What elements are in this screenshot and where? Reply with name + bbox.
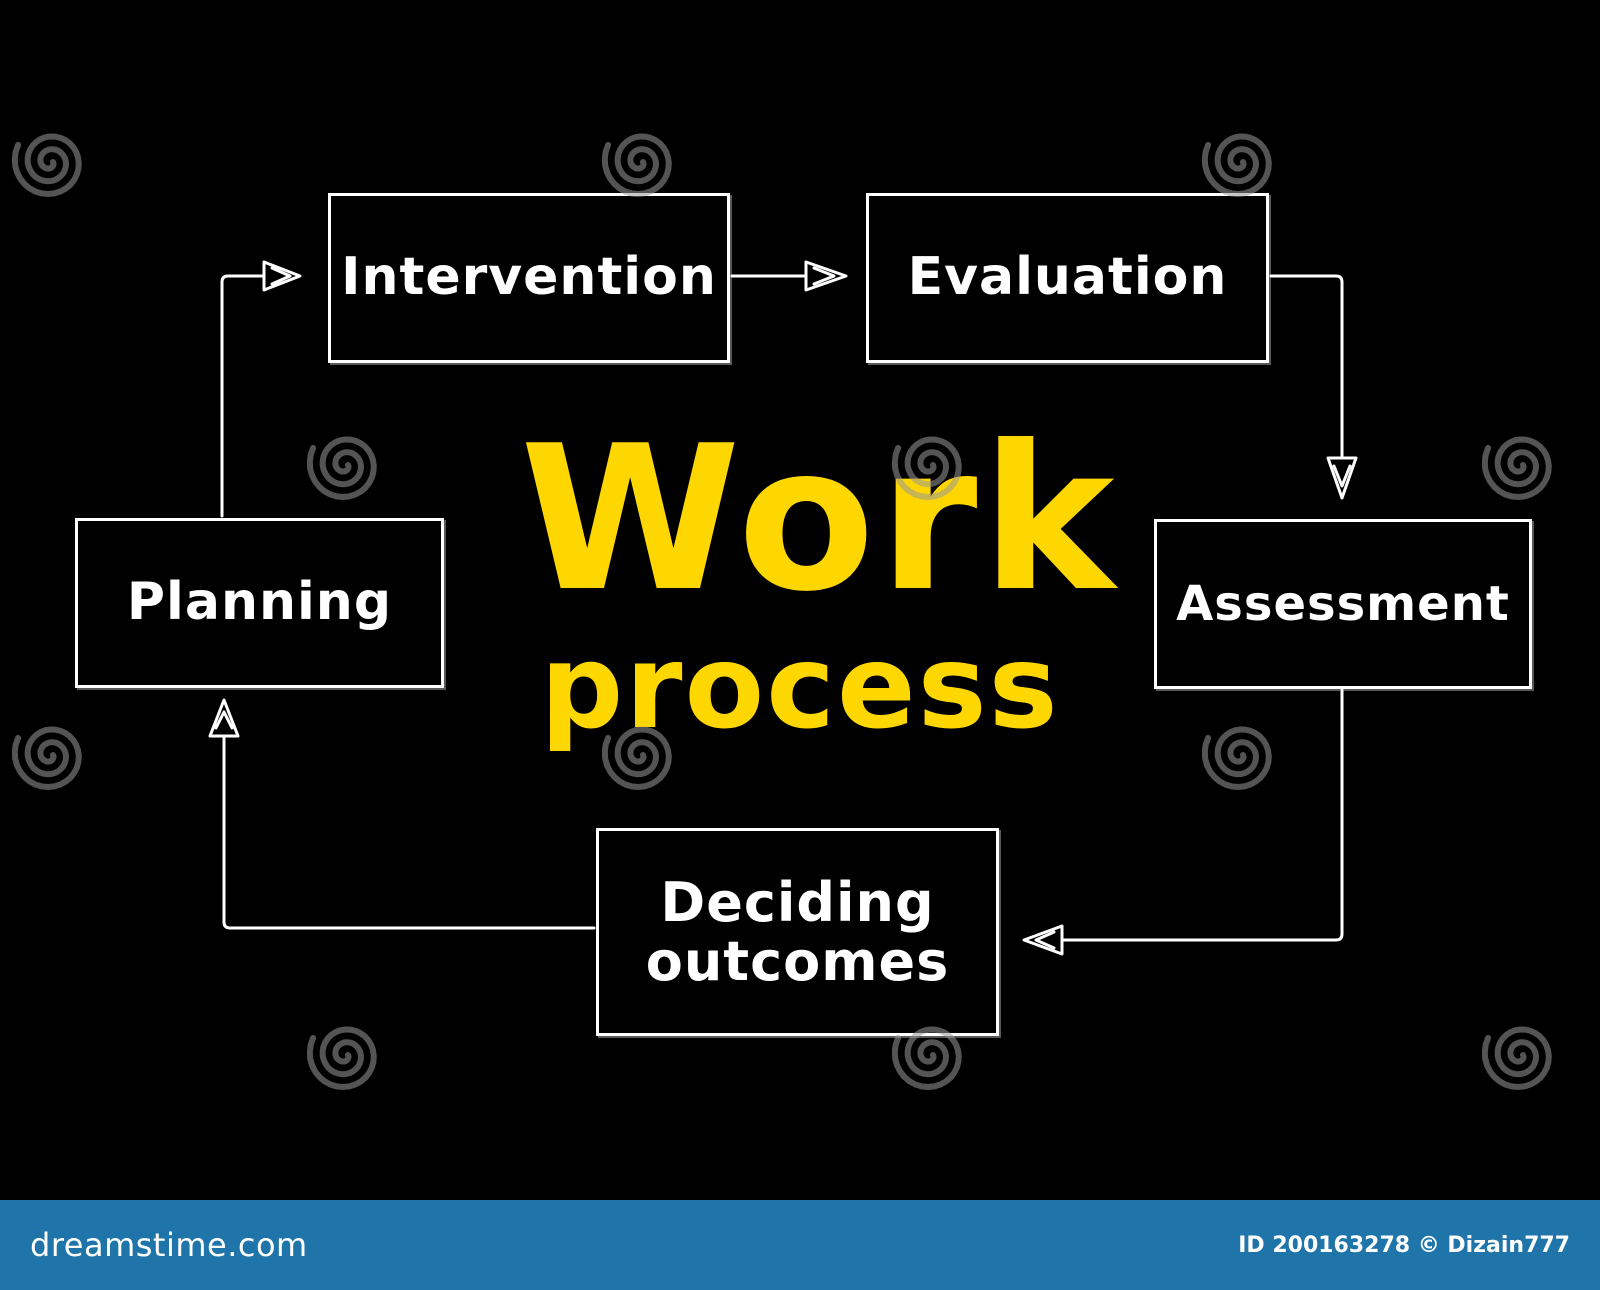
footer-brand[interactable]: dreamstime.com: [30, 1226, 308, 1264]
arrowhead-planning-icon: [208, 698, 240, 738]
center-title: Work: [520, 403, 1119, 636]
spiral-icon: [1482, 1026, 1552, 1091]
spiral-icon: [307, 436, 377, 501]
arrowhead-deciding-icon: [1022, 924, 1064, 956]
image-id-credit: ID 200163278 © Dizain777: [1238, 1232, 1570, 1258]
step-label: Assessment: [1176, 575, 1510, 632]
center-subtitle: process: [540, 620, 1060, 755]
spiral-icon: [1202, 726, 1272, 791]
step-assessment: Assessment: [1154, 519, 1532, 689]
arrowhead-assessment-icon: [1326, 456, 1358, 500]
step-intervention: Intervention: [328, 193, 730, 363]
spiral-icon: [1202, 133, 1272, 198]
spiral-icon: [307, 1026, 377, 1091]
spiral-icon: [12, 726, 82, 791]
step-evaluation: Evaluation: [866, 193, 1269, 363]
diagram-canvas: Intervention Evaluation Assessment Decid…: [12, 133, 1552, 1091]
spiral-icon: [602, 133, 672, 198]
flow-connectors: [208, 260, 1358, 956]
arrowhead-intervention-icon: [262, 260, 302, 292]
spiral-icon: [892, 436, 962, 501]
step-label: Intervention: [341, 247, 717, 308]
connector-evaluation-assessment: [1269, 274, 1344, 458]
spiral-icon: [892, 1026, 962, 1091]
arrowhead-evaluation-icon: [804, 260, 848, 292]
step-planning: Planning: [75, 518, 444, 688]
connector-assessment-deciding: [1060, 688, 1344, 942]
connector-planning-intervention: [220, 274, 264, 518]
footer-bar: dreamstime.com ID 200163278 © Dizain777: [0, 1200, 1600, 1290]
spiral-icon: [1482, 436, 1552, 501]
step-label: Deciding outcomes: [645, 870, 950, 993]
step-label: Evaluation: [907, 247, 1228, 308]
spiral-icon: [602, 726, 672, 791]
step-deciding-outcomes: Deciding outcomes: [596, 828, 999, 1036]
step-label: Planning: [126, 572, 393, 633]
connector-deciding-planning: [222, 734, 596, 930]
spiral-icon: [12, 133, 82, 198]
